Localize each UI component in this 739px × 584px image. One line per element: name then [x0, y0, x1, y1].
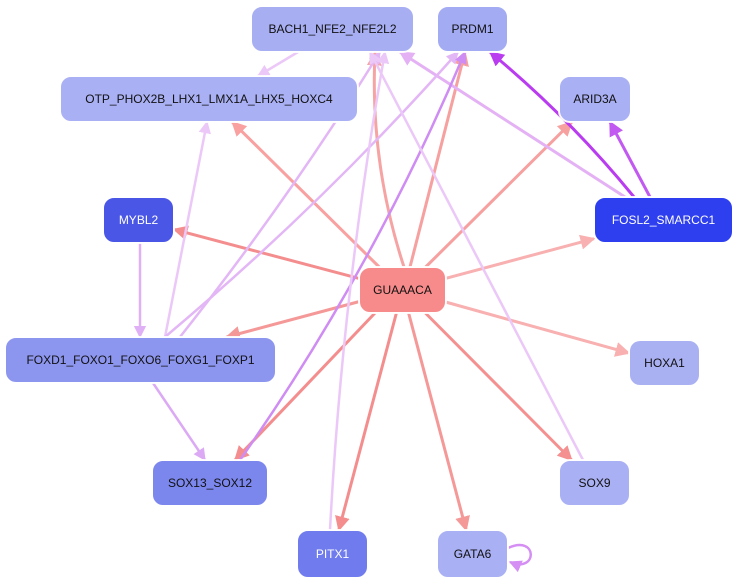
node-bach1-nfe2-nfe2l2[interactable]: BACH1_NFE2_NFE2L2: [251, 6, 414, 52]
edge-guaaaca-to-hoxa1: [445, 300, 631, 357]
edge-gata6-to-gata6: [507, 543, 532, 573]
node-hoxa1[interactable]: HOXA1: [629, 340, 700, 386]
node-sox13-sox12[interactable]: SOX13_SOX12: [152, 460, 268, 506]
edge-pitx1-to-bach1_nfe2_nfe2l2: [328, 50, 390, 531]
node-pitx1[interactable]: PITX1: [297, 530, 368, 578]
edge-guaaaca-to-foxd1: [225, 300, 360, 341]
edge-guaaaca-to-pitx1: [335, 312, 398, 532]
node-mybl2[interactable]: MYBL2: [103, 197, 174, 243]
edge-guaaaca-to-mybl2: [172, 225, 360, 280]
node-prdm1[interactable]: PRDM1: [437, 6, 508, 52]
edge-guaaaca-to-arid3a: [424, 120, 573, 269]
edge-guaaaca-to-gata6: [407, 312, 470, 532]
edge-guaaaca-to-otp: [231, 120, 381, 269]
edge-sox9-to-bach1_nfe2_nfe2l2: [368, 50, 585, 461]
edge-foxd1-to-sox13_sox12: [151, 382, 207, 462]
edge-bach1_nfe2_nfe2l2-to-otp: [256, 50, 299, 78]
node-otp[interactable]: OTP_PHOX2B_LHX1_LMX1A_LHX5_HOXC4: [60, 76, 358, 122]
edge-guaaaca-to-sox9: [424, 311, 573, 462]
edge-guaaaca-to-bach1_nfe2_nfe2l2: [366, 50, 406, 268]
node-fosl2-smarcc1[interactable]: FOSL2_SMARCC1: [594, 197, 733, 243]
node-arid3a[interactable]: ARID3A: [559, 76, 631, 122]
edge-fosl2_smarcc1-to-arid3a: [608, 120, 652, 198]
node-foxd1[interactable]: FOXD1_FOXO1_FOXO6_FOXG1_FOXP1: [5, 337, 276, 383]
edge-guaaaca-to-prdm1: [408, 50, 469, 268]
node-guaaaca[interactable]: GUAAACA: [359, 267, 446, 313]
node-sox9[interactable]: SOX9: [559, 460, 630, 506]
edge-fosl2_smarcc1-to-bach1_nfe2_nfe2l2: [398, 50, 626, 199]
node-gata6[interactable]: GATA6: [437, 530, 508, 578]
edge-sox13_sox12-to-prdm1: [238, 50, 467, 461]
edge-guaaaca-to-fosl2_smarcc1: [445, 234, 596, 280]
edge-foxd1-to-otp: [163, 120, 211, 338]
